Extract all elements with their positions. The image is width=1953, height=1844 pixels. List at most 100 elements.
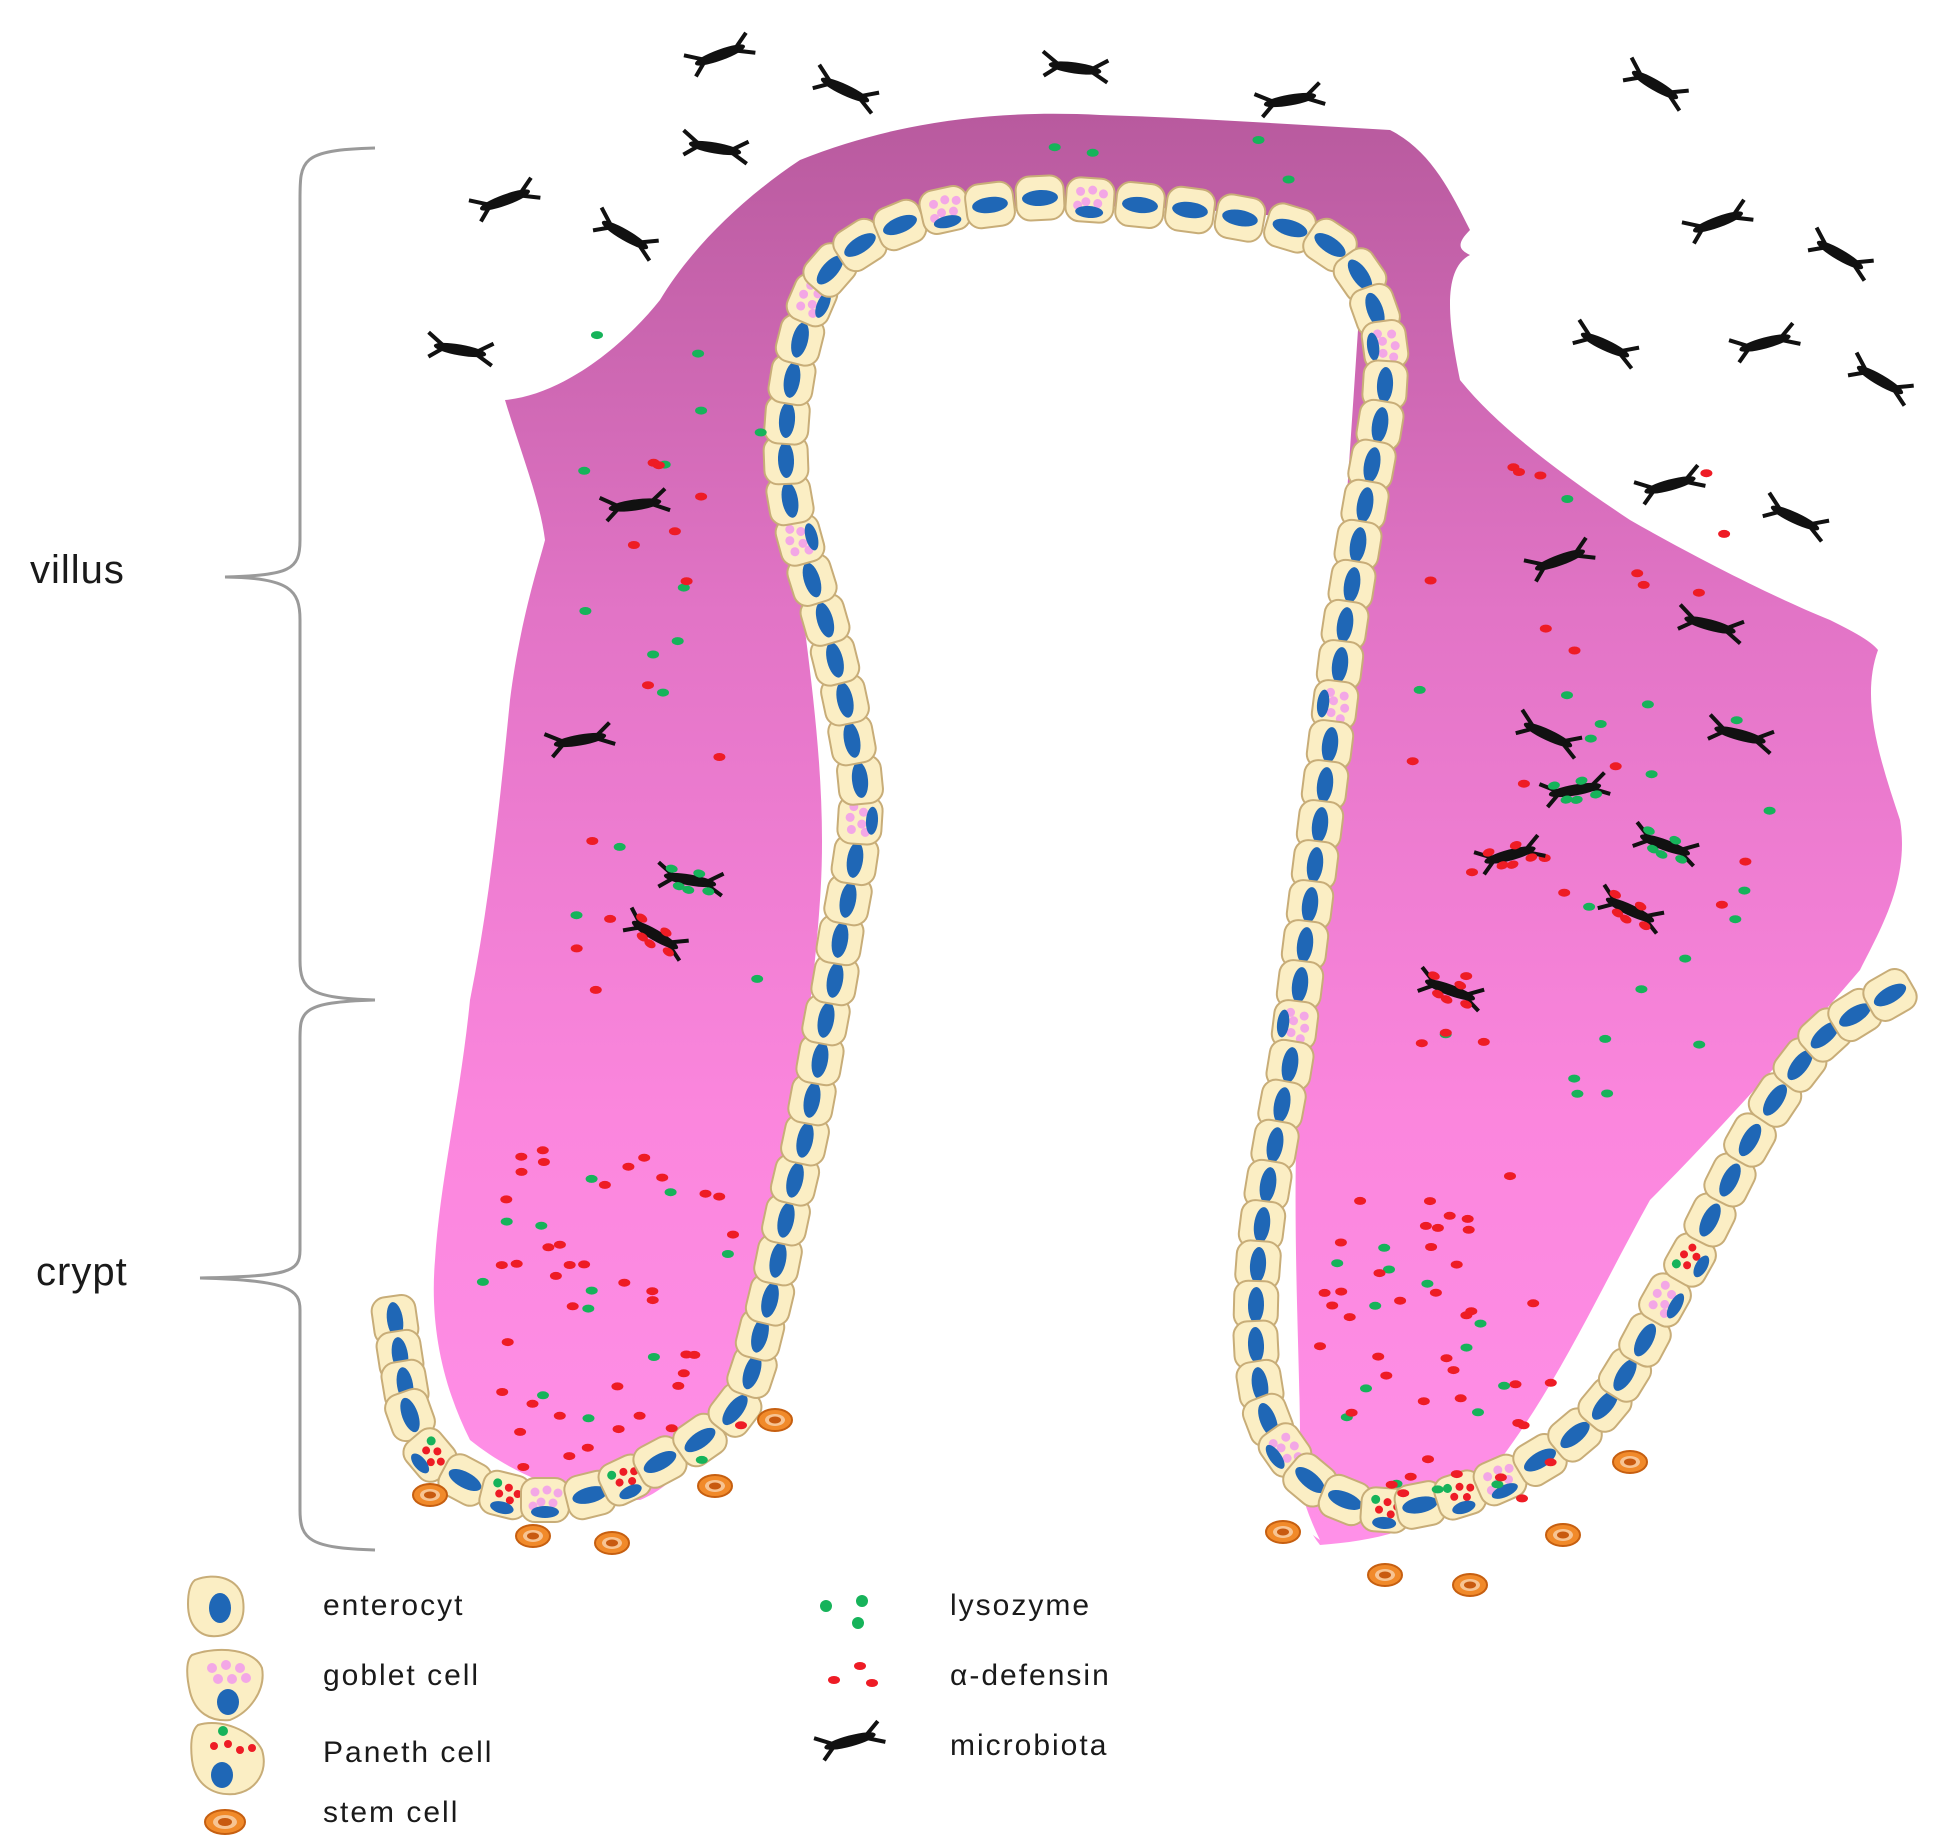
- microbe: [1597, 883, 1665, 935]
- defensin-dot: [1718, 529, 1731, 538]
- cell-nucleus: [769, 1242, 787, 1278]
- goblet-granule: [1389, 352, 1399, 362]
- crypt-bracket: [199, 998, 376, 1552]
- bound-defensin: [1482, 848, 1495, 857]
- epithelial-cell: [809, 633, 861, 687]
- goblet-granule: [1667, 1289, 1677, 1299]
- bound-defensin: [1509, 841, 1522, 850]
- lysozyme-dot: [1599, 1034, 1612, 1043]
- defensin-dot: [1739, 857, 1752, 866]
- defensin-dot: [500, 1195, 513, 1204]
- lysozyme-dot: [1498, 1381, 1511, 1390]
- lysozyme-dot: [476, 1277, 489, 1286]
- cell-nucleus: [839, 882, 857, 918]
- defensin-dot: [563, 1261, 576, 1269]
- cell-nucleus: [643, 1450, 677, 1474]
- lysozyme-dot: [1583, 902, 1596, 911]
- defensin-dot: [1527, 1299, 1540, 1308]
- bound-lysozyme: [682, 885, 695, 894]
- defensin-dot: [652, 461, 665, 470]
- goblet-granule: [845, 812, 855, 822]
- enterocyte-icon: [186, 1575, 245, 1638]
- lysozyme-dot: [1460, 1343, 1473, 1352]
- cell-nucleus: [1075, 205, 1104, 219]
- microbe: [1728, 321, 1801, 364]
- paneth-defensin-granule: [1375, 1505, 1384, 1514]
- goblet-granule: [1098, 189, 1108, 199]
- cell-nucleus: [1719, 1163, 1741, 1197]
- goblet-granule: [1483, 1472, 1493, 1482]
- microbe-flagella: [1707, 713, 1775, 755]
- defensin-dot: [1460, 972, 1473, 981]
- cell-nucleus: [1331, 647, 1349, 683]
- cell-nucleus: [1372, 1516, 1397, 1530]
- epithelial-cell: [765, 473, 815, 527]
- microbe-flagella: [657, 860, 725, 898]
- cell-nucleus: [815, 602, 835, 638]
- defensin-dot: [1439, 1028, 1452, 1037]
- lysozyme-icon: [820, 1595, 868, 1629]
- cell-nucleus: [619, 1484, 642, 1500]
- defensin-dot: [735, 1421, 747, 1430]
- defensin-dot: [598, 1180, 611, 1189]
- lysozyme-dot: [535, 1221, 548, 1230]
- defensin-dot: [618, 1278, 631, 1287]
- defensin-dot: [495, 1261, 508, 1270]
- paneth-defensin-granule: [1692, 1252, 1701, 1261]
- goblet-granule: [1660, 1280, 1670, 1290]
- microbe-body: [663, 872, 717, 888]
- cell-nucleus: [1873, 983, 1907, 1007]
- defensin-dot: [1517, 779, 1530, 788]
- microbe-body: [608, 498, 662, 512]
- microbe: [1677, 603, 1745, 645]
- epithelial-cell: [832, 217, 888, 273]
- paneth-lysozyme-granule: [1671, 1259, 1681, 1269]
- cell-nucleus: [751, 1317, 769, 1353]
- defensin-dot: [713, 753, 726, 761]
- defensin-dot: [1516, 1494, 1528, 1503]
- epithelial-cell: [1275, 959, 1325, 1011]
- bound-defensin: [1440, 995, 1453, 1004]
- cell-nucleus: [1591, 1390, 1619, 1420]
- epithelial-cell: [918, 185, 972, 235]
- goblet-granule: [1378, 348, 1388, 358]
- paneth-defensin-granule: [1680, 1250, 1689, 1259]
- cell-nucleus: [826, 962, 844, 998]
- goblet-granule: [929, 199, 939, 209]
- defensin-dot: [1406, 757, 1419, 766]
- defensin-dot: [1509, 1380, 1522, 1389]
- cell-nucleus: [1810, 1021, 1840, 1049]
- defensin-dot: [1465, 1307, 1478, 1316]
- microbe-flagella: [1515, 708, 1583, 760]
- cell-nucleus: [786, 1162, 804, 1198]
- bound-lysozyme: [1669, 835, 1682, 845]
- lysozyme-dot: [1693, 1040, 1706, 1049]
- microbe-flagella: [1523, 536, 1596, 583]
- lysozyme-dot: [1474, 1319, 1487, 1328]
- defensin-dot: [1544, 1458, 1557, 1467]
- bound-defensin: [1611, 908, 1624, 918]
- epithelial-cell: [1310, 679, 1360, 731]
- cell-nucleus: [783, 362, 801, 398]
- microbe: [1707, 713, 1775, 755]
- cell-nucleus: [1272, 218, 1308, 238]
- defensin-dot: [1380, 1371, 1393, 1380]
- epithelial-cell: [810, 953, 860, 1007]
- epithelial-cell: [1300, 759, 1350, 811]
- microbe-body: [1856, 365, 1904, 395]
- cell-nucleus: [846, 842, 864, 878]
- goblet-granule: [1659, 1308, 1669, 1318]
- goblet-granule: [1289, 1016, 1299, 1026]
- bound-defensin: [1609, 889, 1621, 899]
- microbe-body: [631, 920, 679, 950]
- epithelial-cell: [1263, 202, 1317, 254]
- cell-nucleus: [1613, 1359, 1637, 1391]
- cell-nucleus: [1172, 201, 1208, 219]
- legend: enterocyt goblet cell Paneth cell stem c…: [186, 1575, 1109, 1835]
- goblet-granule: [807, 299, 817, 309]
- defensin-dot: [514, 1427, 527, 1436]
- lysozyme-dot: [1645, 770, 1658, 779]
- lysozyme-dot: [1641, 700, 1654, 709]
- goblet-granule: [798, 538, 808, 548]
- lysozyme-dot: [721, 1250, 734, 1258]
